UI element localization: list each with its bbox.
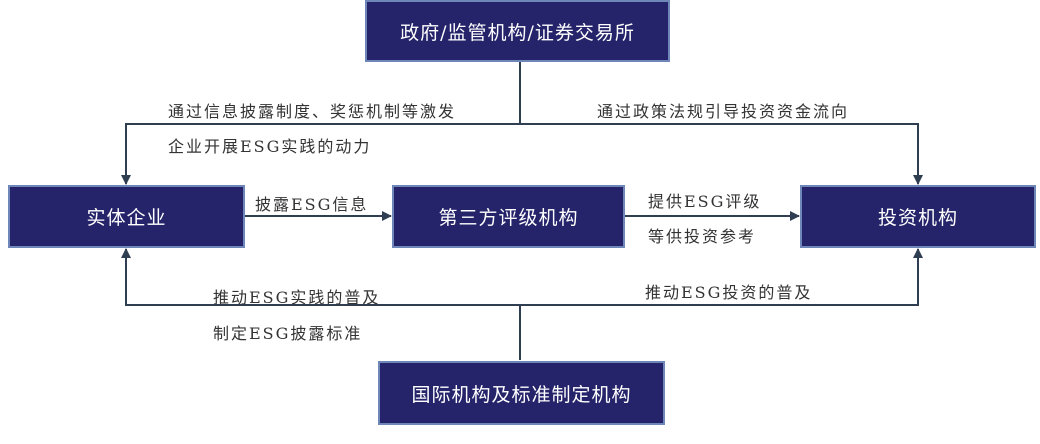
edge-label: 提供ESG评级: [648, 192, 762, 211]
node-rating-agency: 第三方评级机构: [392, 185, 625, 248]
edge-label: 推动ESG实践的普及: [213, 288, 381, 307]
edge-label: 等供投资参考: [648, 227, 757, 246]
arrow-to-enterprise-bottom: [121, 248, 520, 306]
arrow-to-enterprise-top: [121, 123, 520, 185]
edge-label: 制定ESG披露标准: [213, 324, 363, 343]
edge-label: 推动ESG投资的普及: [645, 283, 813, 302]
node-investor: 投资机构: [800, 185, 1036, 248]
edge-label: 通过政策法规引导投资资金流向: [597, 102, 850, 121]
arrow-to-investor-top: [520, 123, 923, 185]
node-government: 政府/监管机构/证券交易所: [365, 0, 670, 62]
edge-label: 通过信息披露制度、奖惩机制等激发: [168, 102, 457, 121]
edge-label: 披露ESG信息: [255, 195, 369, 214]
arrow-to-investor-bottom: [520, 248, 923, 306]
node-international: 国际机构及标准制定机构: [378, 361, 665, 425]
edge-label: 企业开展ESG实践的动力: [168, 137, 372, 156]
node-enterprise: 实体企业: [8, 185, 245, 248]
